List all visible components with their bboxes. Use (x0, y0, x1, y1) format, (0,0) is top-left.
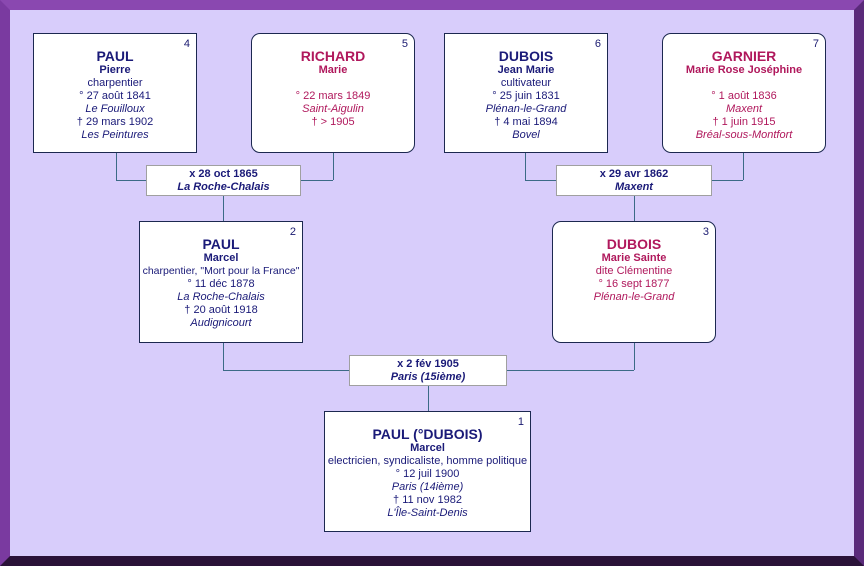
connector (116, 152, 117, 180)
death-date: † > 1905 (311, 116, 355, 128)
given-name: Pierre (99, 64, 131, 76)
given-name: Marie Sainte (601, 252, 667, 264)
connector (634, 342, 635, 370)
surname: PAUL (°DUBOIS) (372, 426, 483, 442)
death-place: L'Île-Saint-Denis (387, 507, 468, 519)
marriage-place: Maxent (615, 181, 653, 193)
connector (525, 180, 556, 181)
connector (223, 342, 224, 370)
birth-place: Le Fouilloux (85, 103, 145, 115)
marriage-box-2-3[interactable]: x 2 fév 1905 Paris (15ième) (349, 355, 507, 386)
sosa-number: 5 (401, 38, 408, 50)
person-box-1[interactable]: 1 PAUL (°DUBOIS) Marcel electricien, syn… (324, 411, 531, 532)
birth-date: ° 12 juil 1900 (395, 468, 460, 480)
connector (223, 370, 349, 371)
death-date: † 20 août 1918 (184, 304, 258, 316)
death-place: Audignicourt (190, 317, 252, 329)
marriage-date: x 2 fév 1905 (397, 358, 459, 370)
marriage-box-4-5[interactable]: x 28 oct 1865 La Roche-Chalais (146, 165, 301, 196)
given-name: Marie Rose Joséphine (685, 64, 803, 76)
person-box-7[interactable]: 7 GARNIER Marie Rose Joséphine ° 1 août … (662, 33, 826, 153)
given-name: Marcel (203, 252, 239, 264)
surname: RICHARD (300, 48, 366, 64)
given-name: Marcel (410, 442, 445, 454)
alias: dite Clémentine (595, 265, 673, 277)
given-name: Jean Marie (497, 64, 555, 76)
person-box-3[interactable]: 3 DUBOIS Marie Sainte dite Clémentine ° … (552, 221, 716, 343)
birth-date: ° 11 déc 1878 (187, 278, 255, 290)
connector (300, 180, 333, 181)
sosa-number: 7 (812, 38, 819, 50)
connector (634, 195, 635, 221)
surname: DUBOIS (606, 236, 662, 252)
sosa-number: 6 (594, 38, 601, 50)
surname: PAUL (96, 48, 134, 64)
surname: GARNIER (711, 48, 777, 64)
connector (506, 370, 634, 371)
death-place: Les Peintures (81, 129, 149, 141)
birth-date: ° 27 août 1841 (79, 90, 151, 102)
birth-place: Plénan-le-Grand (485, 103, 567, 115)
birth-place: Paris (14ième) (391, 481, 464, 493)
death-date: † 4 mai 1894 (494, 116, 558, 128)
death-date: † 29 mars 1902 (76, 116, 154, 128)
sosa-number: 4 (183, 38, 190, 50)
given-name: Marie (318, 64, 348, 76)
connector (333, 152, 334, 180)
person-box-2[interactable]: 2 PAUL Marcel charpentier, "Mort pour la… (139, 221, 303, 343)
connector (711, 180, 743, 181)
marriage-box-6-7[interactable]: x 29 avr 1862 Maxent (556, 165, 712, 196)
death-date: † 1 juin 1915 (712, 116, 776, 128)
birth-date: ° 22 mars 1849 (295, 90, 371, 102)
birth-date: ° 1 août 1836 (711, 90, 777, 102)
connector (743, 152, 744, 180)
occupation: charpentier (87, 77, 143, 89)
birth-date: ° 25 juin 1831 (492, 90, 560, 102)
death-place: Bréal-sous-Montfort (695, 129, 793, 141)
connector (223, 195, 224, 221)
person-box-4[interactable]: 4 PAUL Pierre charpentier ° 27 août 1841… (33, 33, 197, 153)
birth-place: Maxent (725, 103, 763, 115)
sosa-number: 1 (517, 416, 524, 428)
marriage-place: Paris (15ième) (390, 371, 466, 383)
surname: DUBOIS (498, 48, 554, 64)
birth-place: Saint-Aigulin (302, 103, 364, 115)
occupation: charpentier, "Mort pour la France" (142, 265, 300, 277)
marriage-date: x 29 avr 1862 (599, 168, 669, 180)
sosa-number: 3 (702, 226, 709, 238)
occupation: cultivateur (500, 77, 552, 89)
death-date: † 11 nov 1982 (393, 494, 462, 506)
birth-date: ° 16 sept 1877 (598, 278, 670, 290)
occupation: electricien, syndicaliste, homme politiq… (327, 455, 528, 467)
marriage-date: x 28 oct 1865 (189, 168, 258, 180)
birth-place: La Roche-Chalais (177, 291, 265, 303)
person-box-5[interactable]: 5 RICHARD Marie ° 22 mars 1849 Saint-Aig… (251, 33, 415, 153)
marriage-place: La Roche-Chalais (177, 181, 270, 193)
connector (116, 180, 146, 181)
sosa-number: 2 (289, 226, 296, 238)
person-box-6[interactable]: 6 DUBOIS Jean Marie cultivateur ° 25 jui… (444, 33, 608, 153)
death-place: Bovel (512, 129, 540, 141)
connector (525, 152, 526, 180)
birth-place: Plénan-le-Grand (593, 291, 675, 303)
surname: PAUL (202, 236, 240, 252)
connector (428, 385, 429, 411)
